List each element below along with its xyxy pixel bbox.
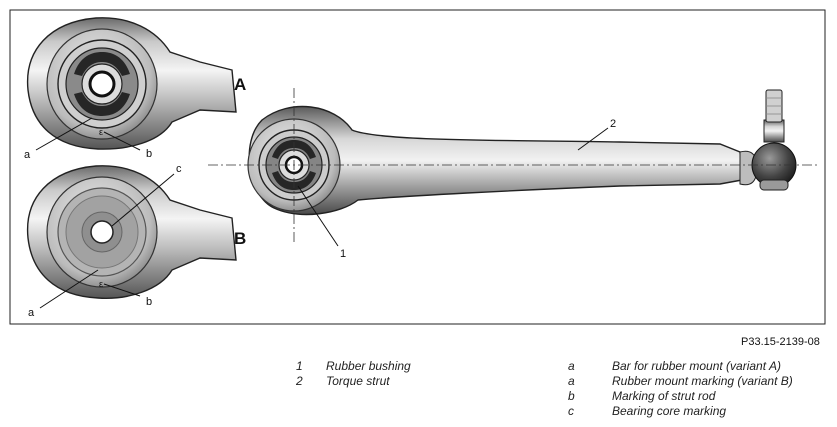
callout-c-bottom: c — [176, 163, 182, 175]
legend-key: a — [568, 359, 575, 373]
svg-text:ε: ε — [99, 127, 103, 137]
detail-variant-a: ε — [26, 17, 237, 150]
callout-b-bottom: b — [146, 296, 152, 308]
detail-variant-b: ε — [26, 165, 237, 299]
legend-key: 2 — [296, 374, 303, 388]
legend-text: Bearing core marking — [612, 404, 727, 418]
legend-text: Rubber mount marking (variant B) — [612, 374, 793, 388]
svg-text:ε: ε — [99, 279, 103, 289]
legend-text: Rubber bushing — [326, 359, 411, 373]
legend-key: a — [568, 374, 575, 388]
variant-a-label: A — [234, 75, 246, 94]
legend-key: c — [568, 404, 574, 418]
legend-text: Marking of strut rod — [612, 389, 716, 403]
callout-1-main: 1 — [340, 248, 346, 260]
variant-b-label: B — [234, 229, 246, 248]
callout-2-main: 2 — [610, 118, 616, 130]
legend-text: Bar for rubber mount (variant A) — [612, 359, 781, 373]
legend-key: 1 — [296, 359, 303, 373]
figure-code: P33.15-2139-08 — [741, 336, 820, 348]
legend-key: b — [568, 389, 575, 403]
legend-text: Torque strut — [326, 374, 390, 388]
callout-a-bottom: a — [28, 307, 35, 319]
callout-a-top: a — [24, 149, 31, 161]
callout-b-top: b — [146, 148, 152, 160]
